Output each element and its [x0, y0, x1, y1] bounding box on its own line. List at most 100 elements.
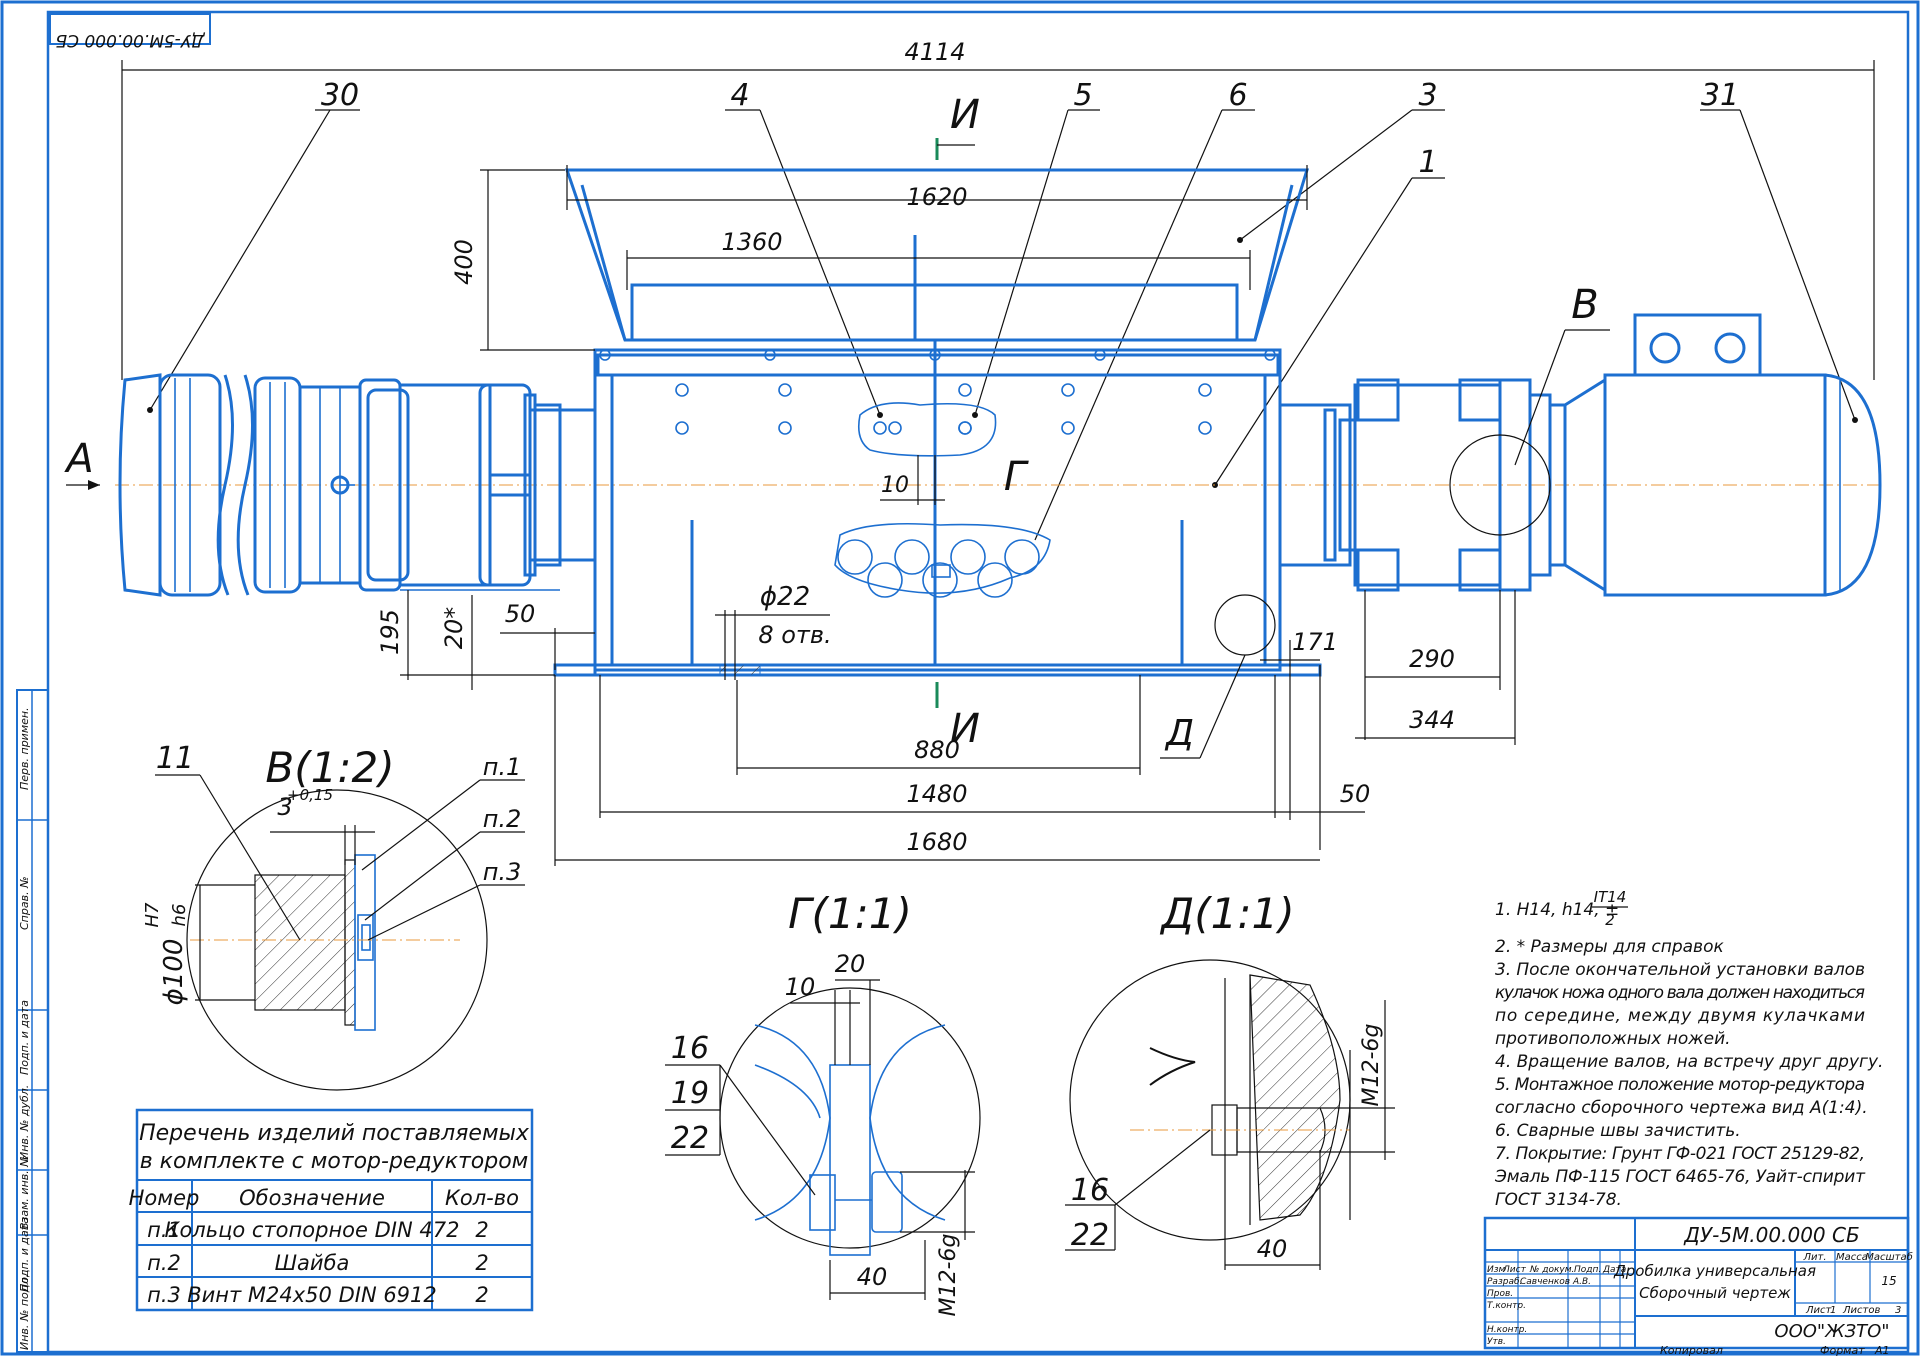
title-copied: Копировал: [1660, 1344, 1723, 1356]
callout-g: Г: [1004, 454, 1029, 500]
supply-title-2: в комплекте с мотор-редуктором: [140, 1149, 529, 1174]
callout-1: 1: [1418, 145, 1437, 180]
crusher-assembly: [115, 168, 1885, 677]
detail-d-title: Д(1:1): [1159, 889, 1294, 938]
title-designation: ДУ-5М.00.000 СБ: [1683, 1223, 1859, 1247]
note-fraction-den: 2: [1605, 911, 1615, 929]
title-scale-value: 15: [1881, 1274, 1896, 1288]
dim-1620: 1620: [906, 183, 967, 211]
dim-344: 344: [1409, 706, 1455, 734]
dim-10: 10: [881, 473, 909, 498]
callout-v: В: [1571, 282, 1598, 328]
callout-d16: 16: [1071, 1173, 1109, 1208]
callout-pn3: п.3: [483, 858, 522, 886]
note-3c: по середине, между двумя кулачками: [1495, 1006, 1865, 1026]
supply-cell: 2: [475, 1218, 488, 1242]
note-7b: Эмаль ПФ-115 ГОСТ 6465-76, Уайт-спирит: [1494, 1167, 1866, 1187]
note-7c: ГОСТ 3134-78.: [1495, 1190, 1622, 1210]
supply-cell: п.2: [147, 1251, 181, 1275]
detail-v: В(1:2) 11 3 +0,15 ϕ100 H7 h6 п.1 п.2 п.3: [142, 741, 525, 1091]
dim-1480: 1480: [906, 780, 967, 808]
dim-20: 20*: [440, 607, 468, 650]
title-role: Т.контр.: [1487, 1301, 1526, 1311]
title-row-label: Лист: [1502, 1265, 1527, 1275]
title-block: ДУ-5М.00.000 СБ Дробилка универсальная С…: [1483, 1216, 1913, 1356]
note-fraction-num: IT14: [1594, 888, 1627, 906]
note-3d: противоположных ножей.: [1495, 1029, 1731, 1049]
title-name-2: Сборочный чертеж: [1639, 1284, 1791, 1302]
callout-5: 5: [1073, 78, 1092, 113]
body-bolts: [599, 349, 1276, 435]
detail-d-40: 40: [1257, 1235, 1288, 1263]
title-col-lit: Лит.: [1802, 1252, 1826, 1263]
title-col-scale: Масштаб: [1865, 1251, 1913, 1263]
detail-g-10: 10: [785, 973, 816, 1001]
callout-pn1: п.1: [483, 753, 522, 781]
note-1: 1. H14, h14, ±: [1495, 900, 1619, 920]
dim-290: 290: [1409, 645, 1455, 673]
callout-6: 6: [1228, 78, 1247, 113]
main-dimensions: 1620 1360 400 10 ϕ22 8 отв. 50 195 20* 1…: [376, 165, 1610, 866]
title-row-label: Подп.: [1574, 1265, 1601, 1275]
detail-g-40: 40: [857, 1263, 888, 1291]
title-company: ООО"ЖЗТО": [1774, 1321, 1889, 1342]
side-strip-label: Подп. и дата: [18, 1217, 31, 1292]
title-sheet-value: 1: [1830, 1305, 1836, 1316]
detail-v-gap: 3: [277, 793, 292, 821]
title-sheets-label: Листов: [1842, 1305, 1880, 1316]
title-role: Н.контр.: [1487, 1325, 1527, 1335]
callout-4: 4: [730, 78, 749, 113]
side-strip-label: Инв. № дубл.: [18, 1085, 31, 1160]
title-row-label: Изм: [1487, 1265, 1506, 1275]
detail-g-20: 20: [835, 950, 866, 978]
dim-1360: 1360: [721, 228, 782, 256]
supply-cell: 2: [475, 1251, 488, 1275]
title-row-label: Дата: [1602, 1265, 1626, 1275]
dim-50-left: 50: [505, 600, 536, 628]
note-2: 2. * Размеры для справок: [1495, 937, 1724, 957]
section-i-bottom: И: [950, 706, 980, 752]
callout-30: 30: [321, 78, 359, 113]
note-5: 5. Монтажное положение мотор-редуктора: [1495, 1075, 1865, 1095]
side-strip-label: Взам. инв. №: [18, 1155, 31, 1230]
supply-header: Обозначение: [239, 1186, 385, 1210]
supply-header: Номер: [129, 1186, 200, 1210]
detail-g: Г(1:1) 10 20 40 M12-6g 16 19 22: [665, 889, 981, 1316]
supply-cell: п.1: [147, 1218, 181, 1242]
supply-title-1: Перечень изделий поставляемых: [139, 1121, 530, 1146]
note-4: 4. Вращение валов, на встречу друг другу…: [1495, 1052, 1883, 1072]
note-3: 3. После окончательной установки валов: [1495, 960, 1865, 980]
title-developer: Савченков А.В.: [1520, 1277, 1591, 1287]
note-7: 7. Покрытие: Грунт ГФ-021 ГОСТ 25129-82,: [1495, 1144, 1865, 1164]
detail-d: Д(1:1) M12-6g 40 16 22: [1065, 889, 1395, 1270]
title-name-1: Дробилка универсальная: [1613, 1262, 1816, 1280]
view-a-marker: А: [63, 436, 100, 490]
title-row-label: № докум.: [1529, 1265, 1574, 1275]
section-i-markers: И И: [935, 92, 980, 752]
dim-overall: 4114: [121, 38, 1875, 380]
supply-cell: Винт М24х50 DIN 6912: [187, 1283, 437, 1307]
title-role: Разраб.: [1487, 1277, 1522, 1287]
title-format-value: А1: [1874, 1344, 1890, 1356]
title-col-mass: Масса: [1836, 1252, 1868, 1263]
title-sheets-value: 3: [1895, 1305, 1901, 1316]
title-role: Пров.: [1487, 1289, 1513, 1299]
callout-31: 31: [1701, 78, 1739, 113]
dim-hole-dia: ϕ22: [760, 582, 810, 612]
supply-table: Перечень изделий поставляемых в комплект…: [129, 1108, 534, 1312]
side-strip-label: Инв. № подл.: [18, 1274, 31, 1350]
detail-v-fit-dia: ϕ100: [159, 939, 189, 1006]
supply-cell: Кольцо стопорное DIN 472: [165, 1218, 460, 1242]
note-3b: кулачок ножа одного вала должен находить…: [1495, 983, 1865, 1003]
detail-v-title: В(1:2): [265, 743, 394, 792]
dim-50-right: 50: [1340, 780, 1371, 808]
dim-400: 400: [450, 239, 478, 285]
callout-g22: 22: [671, 1121, 709, 1156]
detail-d-thread: M12-6g: [1359, 1024, 1384, 1107]
callout-d22: 22: [1071, 1218, 1109, 1253]
dim-4114: 4114: [904, 38, 965, 66]
side-strip-label: Подп. и дата: [18, 1000, 31, 1075]
supply-cell: 2: [475, 1283, 488, 1307]
callout-pn2: п.2: [483, 805, 522, 833]
supply-cell: Шайба: [275, 1251, 350, 1275]
